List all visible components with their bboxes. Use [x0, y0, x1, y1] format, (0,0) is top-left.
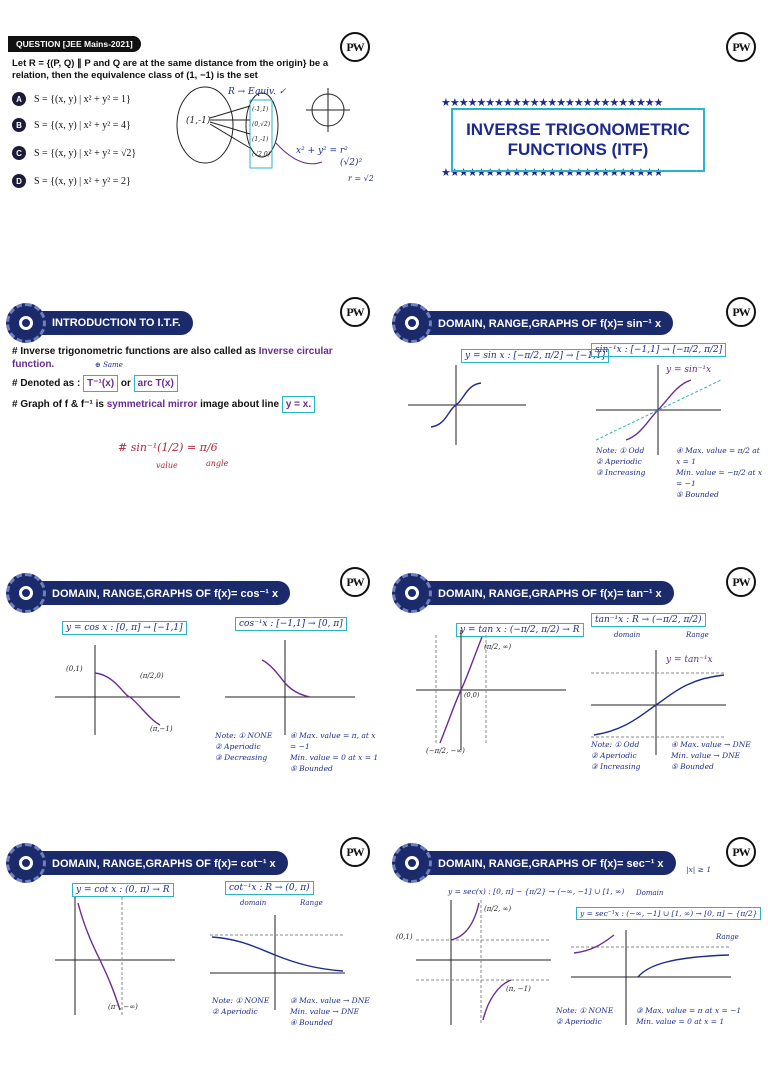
note-eq2: (√2)²	[340, 158, 363, 168]
slide-header: DOMAIN, RANGE,GRAPHS OF f(x)= sin⁻¹ x	[416, 311, 674, 335]
pt-pi2-0: (π/2,0)	[140, 672, 164, 680]
slide-header: DOMAIN, RANGE,GRAPHS OF f(x)= cos⁻¹ x	[30, 581, 291, 605]
note-sin-example: # sin⁻¹(1/2) = π/6	[118, 441, 218, 454]
pw-logo-icon: PW	[340, 297, 370, 327]
question-tag: QUESTION [JEE Mains-2021]	[8, 36, 141, 52]
left-label: y = cos x : [0, π] → [−1,1]	[62, 621, 187, 635]
slide-arccot: DOMAIN, RANGE,GRAPHS OF f(x)= cot⁻¹ x PW…	[0, 835, 380, 1085]
pw-logo-icon: PW	[726, 297, 756, 327]
slide-arctan: DOMAIN, RANGE,GRAPHS OF f(x)= tan⁻¹ x PW…	[386, 565, 766, 815]
domain-label: Domain	[636, 889, 664, 897]
slide-title: PW ★★★★★★★★★★★★★★★★★★★★★★★★★ ★★★★★★★★★★★…	[386, 30, 766, 280]
curve-label: y = tan⁻¹x	[666, 655, 713, 665]
pt-pi2-inf: (π/2, ∞)	[484, 643, 512, 651]
left-label: y = cot x : (0, π) → R	[72, 883, 174, 897]
note-eq: x² + y² = r²	[296, 146, 348, 156]
pt-pi-m1: (π, −1)	[506, 985, 531, 993]
range-label: Range	[686, 631, 709, 639]
pw-logo-icon: PW	[726, 32, 756, 62]
arccot-graphs	[55, 897, 345, 1015]
pt-origin: (0,0)	[464, 691, 480, 699]
gear-icon	[392, 843, 432, 883]
note-r: r = √2	[348, 174, 374, 183]
right-label: tan⁻¹x : R → (−π/2, π/2)	[591, 613, 706, 627]
question-line-2: relation, then the equivalence class of …	[12, 70, 258, 81]
gear-icon	[6, 843, 46, 883]
note-value: value	[156, 461, 178, 470]
pw-logo-icon: PW	[340, 837, 370, 867]
gear-icon	[392, 573, 432, 613]
slide-arcsin: DOMAIN, RANGE,GRAPHS OF f(x)= sin⁻¹ x PW…	[386, 295, 766, 545]
slide-header: INTRODUCTION TO I.T.F.	[30, 311, 193, 335]
note-set: (-1,1)(0,√2)(1,-1)(√2,0)	[252, 106, 271, 158]
gear-icon	[6, 573, 46, 613]
domain-note: |x| ≥ 1	[686, 865, 712, 874]
right-label: cot⁻¹x : R → (0, π)	[225, 881, 314, 895]
relation-sketch	[176, 86, 350, 169]
right-label: sin⁻¹x : [−1,1] → [−π/2, π/2]	[591, 343, 727, 357]
arccos-graphs	[55, 640, 355, 735]
domain-label: domain	[614, 631, 641, 639]
pw-logo-icon: PW	[726, 567, 756, 597]
domain-label: domain	[240, 899, 267, 907]
note-point: (1,-1)	[186, 116, 211, 126]
curve-label: y = sin⁻¹x	[666, 365, 712, 375]
intro-line-2: # Denoted as : T⁻¹(x) or arc T(x)	[12, 375, 367, 392]
arcsin-graphs	[408, 365, 722, 455]
arcsec-graphs	[416, 900, 731, 1025]
slide-header: DOMAIN, RANGE,GRAPHS OF f(x)= sec⁻¹ x	[416, 851, 676, 875]
intro-line-1: # Inverse trigonometric functions are al…	[12, 346, 333, 370]
pt-pi-minf: (π⁻, −∞)	[108, 1003, 138, 1011]
note-angle: angle	[206, 459, 229, 468]
question-line-1: Let R = {(P, Q) ∥ P and Q are at the sam…	[12, 58, 329, 69]
gear-icon	[6, 303, 46, 343]
right-label: y = sec⁻¹x : (−∞, −1] ∪ [1, ∞) → [0, π] …	[576, 907, 762, 920]
gear-icon	[392, 303, 432, 343]
right-label: cos⁻¹x : [−1,1] → [0, π]	[235, 617, 347, 631]
range-label: Range	[716, 933, 739, 941]
left-label: y = tan x : (−π/2, π/2) → R	[456, 623, 584, 637]
pt-0-1: (0,1)	[66, 665, 83, 673]
note-same: ⊕ Same	[95, 361, 123, 369]
question-text: Let R = {(P, Q) ∥ P and Q are at the sam…	[12, 58, 362, 82]
slide-header: DOMAIN, RANGE,GRAPHS OF f(x)= tan⁻¹ x	[416, 581, 674, 605]
slide-header: DOMAIN, RANGE,GRAPHS OF f(x)= cot⁻¹ x	[30, 851, 288, 875]
pt-pi-m1: (π,−1)	[150, 725, 173, 733]
pt-pi2-inf: (π/2, ∞)	[484, 905, 512, 913]
star-border-top: ★★★★★★★★★★★★★★★★★★★★★★★★★	[441, 97, 664, 109]
range-label: Range	[300, 899, 323, 907]
pw-logo-icon: PW	[340, 567, 370, 597]
pt-mpi2-minf: (−π/2, −∞)	[426, 747, 465, 755]
slide-arccos: DOMAIN, RANGE,GRAPHS OF f(x)= cos⁻¹ x PW…	[0, 565, 380, 815]
pw-logo-icon: PW	[726, 837, 756, 867]
slide-question: QUESTION [JEE Mains-2021] PW Let R = {(P…	[0, 30, 380, 280]
top-label: y = sec(x) : [0, π] − {π/2} → (−∞, −1] ∪…	[448, 887, 625, 896]
intro-line-3: # Graph of f & f⁻¹ is symmetrical mirror…	[12, 396, 367, 413]
pw-logo-icon: PW	[340, 32, 370, 62]
slide-arcsec: DOMAIN, RANGE,GRAPHS OF f(x)= sec⁻¹ x PW…	[386, 835, 766, 1085]
arctan-graphs	[416, 630, 726, 755]
pt-0-1: (0,1)	[396, 933, 413, 941]
note-equiv: R → Equiv. ✓	[228, 87, 287, 97]
slide-intro: INTRODUCTION TO I.T.F. PW # Inverse trig…	[0, 295, 380, 545]
